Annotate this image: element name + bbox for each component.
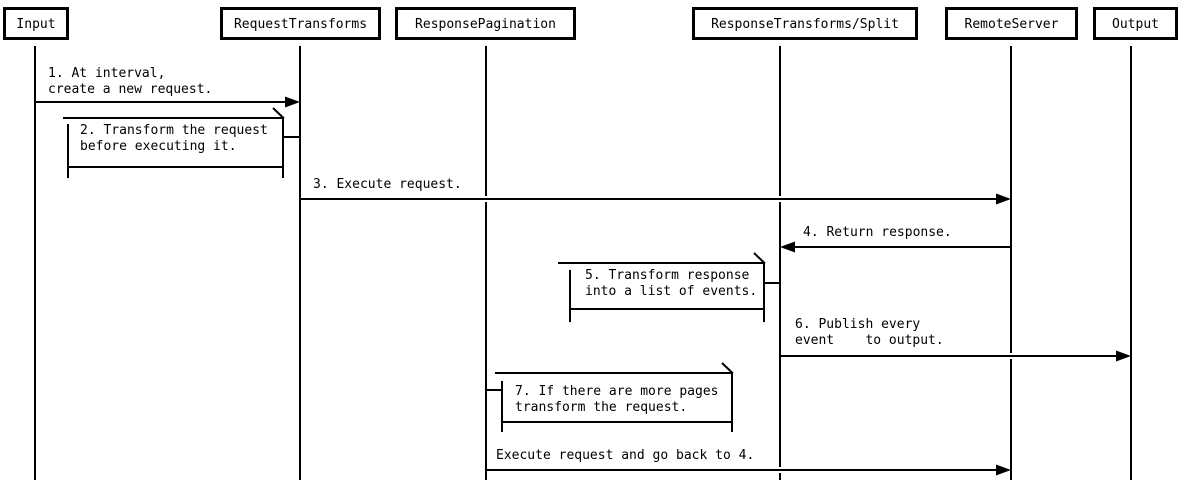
message-1: 1. At interval, create a new request. xyxy=(35,66,300,108)
message-5-label-line-1: 5. Transform response xyxy=(585,268,750,283)
message-7-label-line-1: 7. If there are more pages xyxy=(515,384,719,399)
actor-label-response-pagination: ResponsePagination xyxy=(415,17,556,32)
actor-box-input xyxy=(3,7,69,40)
actor-box-remote-server xyxy=(945,7,1078,40)
message-7-self xyxy=(486,362,734,432)
message-3-label: 3. Execute request. xyxy=(313,177,462,192)
actor-label-output: Output xyxy=(1112,17,1159,32)
message-3-arrowhead xyxy=(996,193,1011,205)
message-7-label-line-2: transform the request. xyxy=(515,400,687,415)
message-8-arrowhead xyxy=(996,464,1011,476)
actor-box-response-pagination xyxy=(395,7,576,40)
actor-boxes xyxy=(3,7,1178,40)
message-6-label-line-1: 6. Publish every xyxy=(795,317,920,332)
message-4-label: 4. Return response. xyxy=(803,225,952,240)
message-2-label-line-1: 2. Transform the request xyxy=(80,123,268,138)
actor-label-request-transforms: RequestTransforms xyxy=(234,17,367,32)
message-6-label-line-2: event to output. xyxy=(795,333,944,348)
actor-box-output xyxy=(1093,7,1178,40)
actor-box-request-transforms xyxy=(220,7,381,40)
message-5-hook xyxy=(753,252,766,265)
actor-label-response-transforms-split: ResponseTransforms/Split xyxy=(711,17,899,32)
message-4: 4. Return response. xyxy=(780,225,1011,253)
message-1-arrowhead xyxy=(285,96,300,108)
message-1-label-line-2: create a new request. xyxy=(48,82,212,97)
actor-label-input: Input xyxy=(16,17,55,32)
actor-box-response-transforms-split xyxy=(692,7,918,40)
message-6-arrowhead xyxy=(1116,350,1131,362)
message-3: 3. Execute request. xyxy=(300,177,1011,205)
message-2-hook xyxy=(272,107,285,120)
message-2-self xyxy=(63,107,300,178)
actor-label-remote-server: RemoteServer xyxy=(965,17,1059,32)
message-1-label-line-1: 1. At interval, xyxy=(48,66,165,81)
actor-labels: Input RequestTransforms ResponsePaginati… xyxy=(16,17,1159,32)
message-5-self xyxy=(558,252,780,322)
message-6: 6. Publish every event to output. xyxy=(780,317,1131,362)
message-8-label: Execute request and go back to 4. xyxy=(496,448,754,463)
message-2-label-line-2: before executing it. xyxy=(80,139,237,154)
message-4-arrowhead xyxy=(780,241,795,253)
lifelines xyxy=(34,46,1132,480)
message-8: Execute request and go back to 4. xyxy=(486,448,1011,476)
message-7-hook xyxy=(721,362,734,375)
message-5-label-line-2: into a list of events. xyxy=(585,284,757,299)
